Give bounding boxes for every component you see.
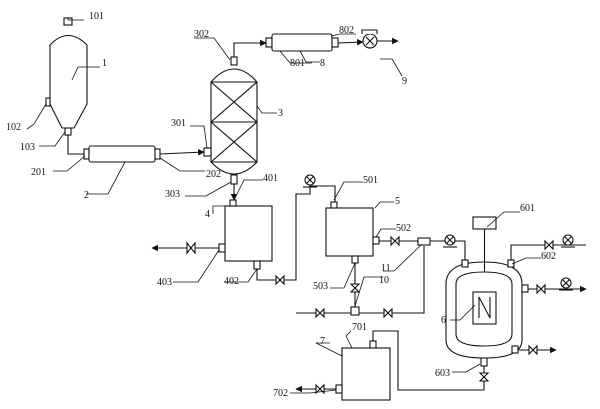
bowtie-valve-icon [186, 241, 196, 255]
label-603: 603 [435, 368, 450, 379]
bowtie-valve-icon [390, 235, 400, 247]
tee-10 [350, 306, 360, 316]
bowtie-valve-icon [349, 283, 361, 293]
label-303: 303 [165, 189, 180, 200]
label-6: 6 [441, 315, 446, 326]
bowtie-valve-icon [528, 344, 538, 356]
label-401: 401 [263, 173, 278, 184]
stirrer-motor-icon [472, 216, 497, 230]
circle-x-pump-icon [561, 234, 575, 248]
circle-x-pump-icon [443, 234, 457, 248]
tank-4 [218, 199, 273, 270]
label-503: 503 [313, 281, 328, 292]
label-302: 302 [194, 29, 209, 40]
label-4: 4 [205, 209, 210, 220]
label-102: 102 [6, 122, 21, 133]
label-2: 2 [84, 190, 89, 201]
bowtie-valve-icon [315, 383, 325, 395]
label-501: 501 [363, 175, 378, 186]
valves [186, 235, 554, 395]
silo-body [49, 34, 88, 129]
zigzag-heater-icon [478, 296, 491, 319]
bowtie-valve-icon [478, 372, 490, 382]
label-701: 701 [352, 322, 367, 333]
label-601: 601 [520, 203, 535, 214]
circle-x-pump-icon [559, 277, 573, 291]
label-101: 101 [89, 11, 104, 22]
bowtie-valve-icon [536, 283, 546, 295]
label-7: 7 [320, 336, 325, 347]
tube-unit-8 [265, 33, 339, 52]
label-702: 702 [273, 388, 288, 399]
label-201: 201 [31, 167, 46, 178]
label-103: 103 [20, 142, 35, 153]
silo-side-nozzle [45, 97, 51, 107]
feed-silo-1 [45, 17, 88, 136]
label-10: 10 [379, 275, 389, 286]
label-11: 11 [381, 263, 391, 274]
blower-fan-icon [361, 29, 378, 49]
label-3: 3 [278, 108, 283, 119]
tee-11 [417, 237, 431, 246]
label-301: 301 [171, 118, 186, 129]
callout-labels: 101 1 102 103 201 2 202 301 302 3 303 40… [6, 11, 556, 399]
label-602: 602 [541, 251, 556, 262]
label-403: 403 [157, 277, 172, 288]
label-402: 402 [224, 276, 239, 287]
bowtie-valve-icon [383, 307, 393, 319]
pumps [303, 174, 575, 291]
reactor-6 [445, 216, 529, 367]
tee-fittings [350, 237, 431, 316]
bowtie-valve-icon [544, 239, 554, 251]
packed-column-3 [203, 56, 258, 185]
label-202: 202 [206, 169, 221, 180]
label-1: 1 [102, 58, 107, 69]
label-9: 9 [402, 76, 407, 87]
leader-lines [26, 18, 541, 394]
bowtie-valve-icon [315, 307, 325, 319]
circle-x-pump-icon [303, 174, 317, 188]
silo-bottom-outlet [64, 127, 72, 136]
tank-5 [325, 201, 380, 264]
packing-cross [210, 81, 258, 163]
tubular-unit-2 [83, 145, 161, 163]
label-5: 5 [395, 196, 400, 207]
label-801: 801 [290, 58, 305, 69]
label-802: 802 [339, 25, 354, 36]
label-502: 502 [396, 223, 411, 234]
label-8: 8 [320, 58, 325, 69]
bowtie-valve-icon [275, 274, 285, 286]
tank-7 [335, 340, 391, 401]
